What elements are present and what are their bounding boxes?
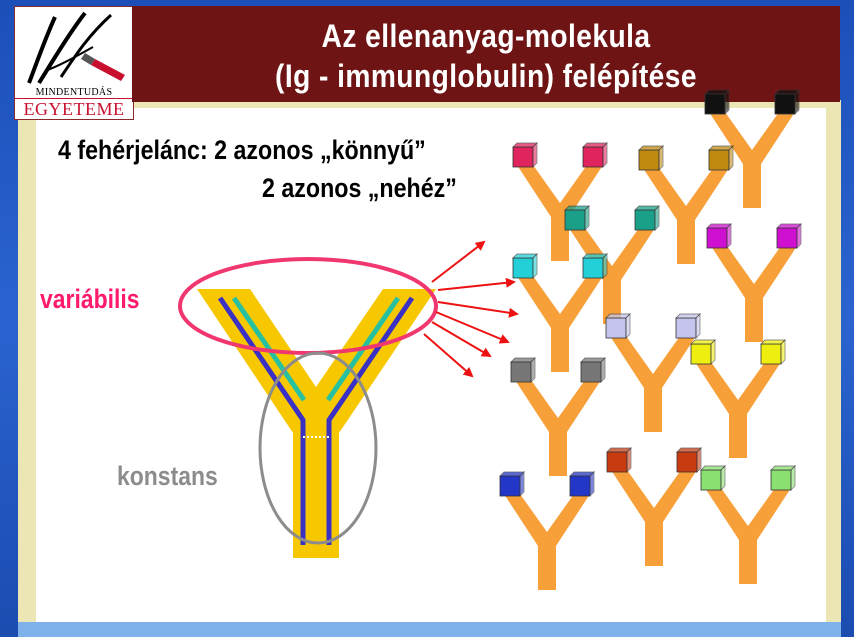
small-antibody <box>606 314 700 432</box>
small-antibody-body <box>611 470 697 566</box>
antigen-binding-cube <box>581 358 605 382</box>
antigen-binding-cube <box>565 206 589 230</box>
chains-label-line1: 4 fehérjelánc: 2 azonos „könnyű” <box>58 135 426 166</box>
small-antibody <box>513 254 607 372</box>
small-antibody <box>500 472 594 590</box>
antigen-binding-cube <box>775 90 799 114</box>
small-antibody <box>707 224 801 342</box>
small-antibody <box>511 358 605 476</box>
antibody-body <box>197 289 436 558</box>
constant-label: konstans <box>117 461 218 492</box>
antigen-binding-cube <box>500 472 524 496</box>
arrow <box>438 282 514 290</box>
small-antibody <box>691 340 785 458</box>
antigen-binding-cube <box>707 224 731 248</box>
antigen-binding-cube <box>606 314 630 338</box>
small-antibody-body <box>569 228 655 324</box>
small-antibody-body <box>504 494 590 590</box>
antigen-binding-cube <box>635 206 659 230</box>
antigen-binding-cube <box>761 340 785 364</box>
antigen-binding-cube <box>570 472 594 496</box>
small-antibody-body <box>695 362 781 458</box>
small-antibodies <box>500 90 801 590</box>
antigen-binding-cube <box>583 143 607 167</box>
antigen-binding-cube <box>691 340 715 364</box>
antigen-binding-cube <box>511 358 535 382</box>
small-antibody-body <box>515 380 601 476</box>
variable-label: variábilis <box>40 284 140 315</box>
antigen-binding-cube <box>709 146 733 170</box>
antigen-binding-cube <box>607 448 631 472</box>
arrow <box>432 322 490 356</box>
antigen-binding-cube <box>583 254 607 278</box>
antigen-binding-cube <box>705 90 729 114</box>
antigen-binding-cube <box>639 146 663 170</box>
arrow <box>436 312 508 342</box>
antigen-binding-cube <box>771 466 795 490</box>
antigen-binding-cube <box>701 466 725 490</box>
chains-label-line2: 2 azonos „nehéz” <box>262 173 457 204</box>
antigen-binding-cube <box>513 254 537 278</box>
small-antibody-body <box>705 488 791 584</box>
small-antibody <box>701 466 795 584</box>
small-antibody-body <box>711 246 797 342</box>
arrow <box>438 302 517 314</box>
main-antibody <box>197 289 436 558</box>
small-antibody <box>607 448 701 566</box>
arrow <box>432 242 484 282</box>
small-antibody-body <box>610 336 696 432</box>
antigen-binding-cube <box>677 448 701 472</box>
antigen-binding-cube <box>513 143 537 167</box>
antigen-binding-cube <box>676 314 700 338</box>
antigen-binding-cube <box>777 224 801 248</box>
arrows <box>424 242 517 376</box>
